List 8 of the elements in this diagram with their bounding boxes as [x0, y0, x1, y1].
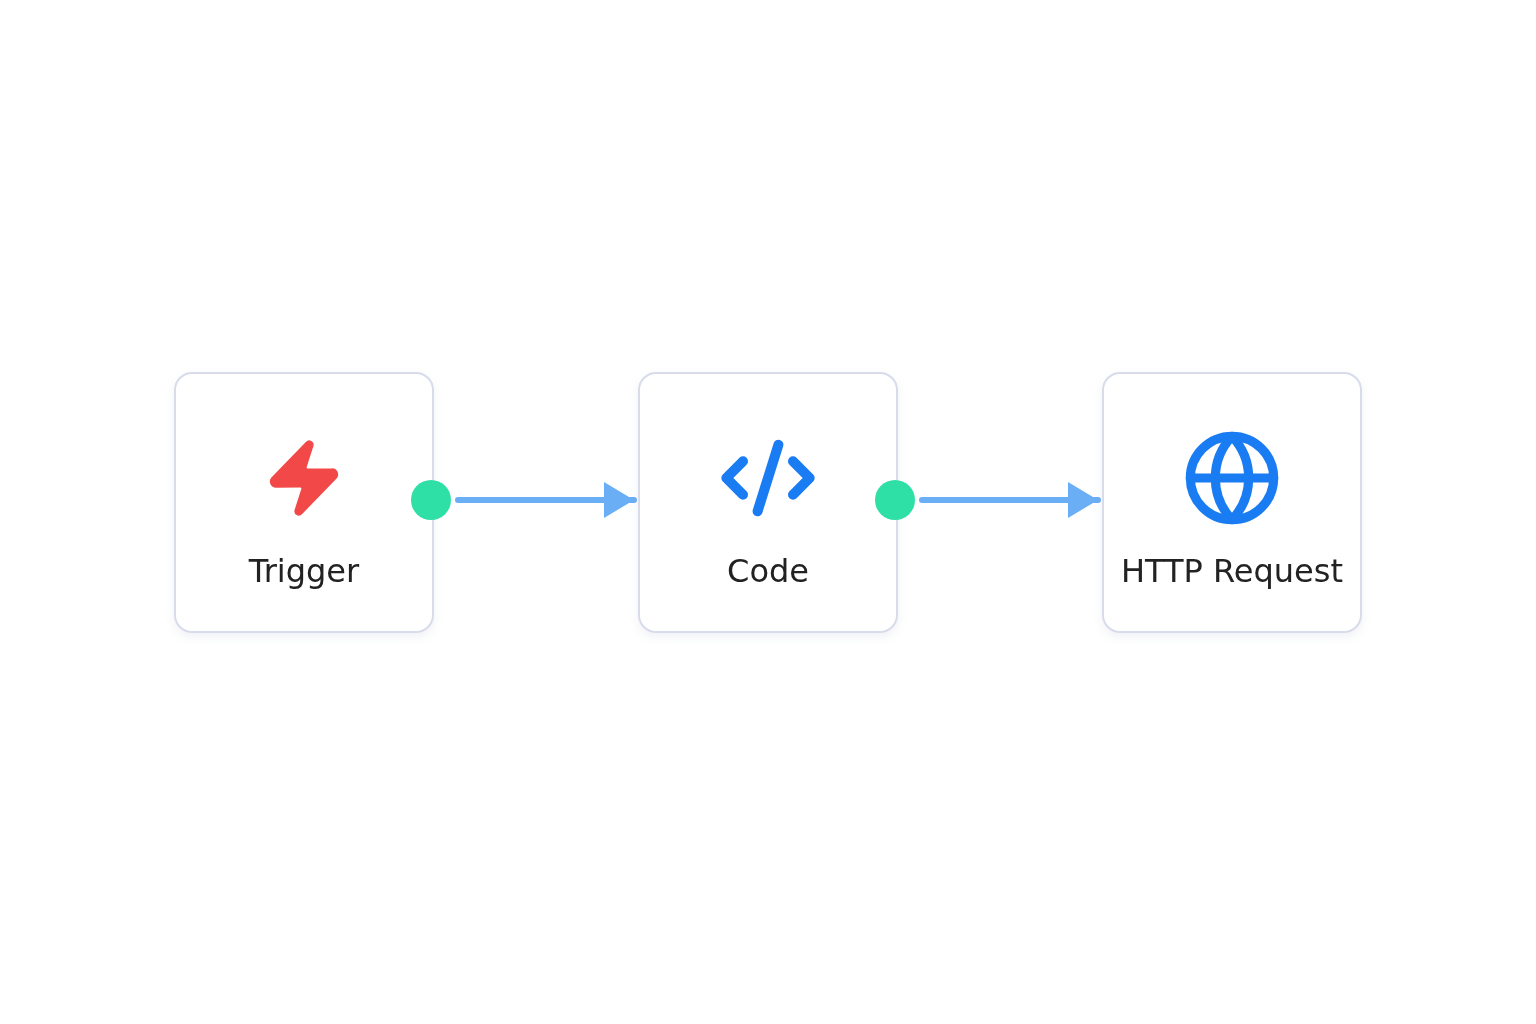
- node-card: [638, 372, 898, 633]
- node-label: HTTP Request: [1120, 552, 1343, 590]
- node-label: Trigger: [248, 552, 360, 590]
- node-label: Code: [727, 552, 809, 590]
- node-card: [174, 372, 434, 633]
- node-card: [1102, 372, 1362, 633]
- arrow: [455, 482, 637, 518]
- arrow: [919, 482, 1101, 518]
